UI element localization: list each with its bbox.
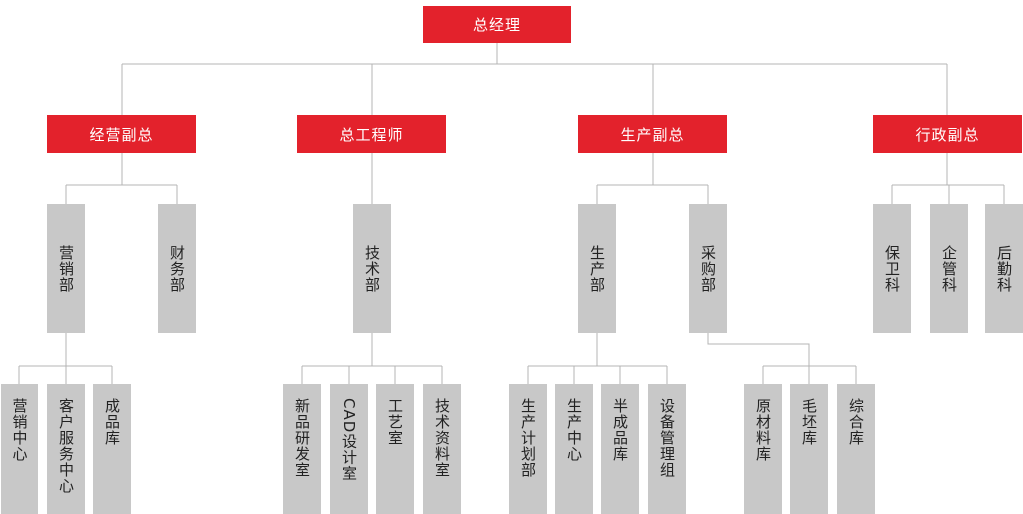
node-unit-blank-store: 毛坯库 bbox=[790, 384, 828, 514]
node-dept-finance: 财务部 bbox=[158, 204, 196, 333]
node-unit-process: 工艺室 bbox=[376, 384, 414, 514]
node-unit-semi-finished-store: 半成品库 bbox=[601, 384, 639, 514]
connector-ops-branch bbox=[65, 153, 178, 204]
node-unit-new-product-rd: 新品研发室 bbox=[283, 384, 321, 514]
node-unit-raw-material-store: 原材料库 bbox=[744, 384, 782, 514]
node-unit-general-store: 综合库 bbox=[837, 384, 875, 514]
node-unit-production-center: 生产中心 bbox=[555, 384, 593, 514]
node-unit-cad-design: CAD设计室 bbox=[330, 384, 368, 514]
node-dept-purchasing: 采购部 bbox=[689, 204, 727, 333]
node-unit-tech-documents: 技术资料室 bbox=[423, 384, 461, 514]
node-vp-chief-engineer: 总工程师 bbox=[297, 115, 446, 153]
node-dept-management: 企管科 bbox=[930, 204, 968, 333]
node-dept-production: 生产部 bbox=[578, 204, 616, 333]
node-unit-production-planning: 生产计划部 bbox=[509, 384, 547, 514]
node-vp-production: 生产副总 bbox=[578, 115, 727, 153]
connector-marketing-branch bbox=[18, 333, 113, 384]
node-dept-logistics: 后勤科 bbox=[985, 204, 1023, 333]
node-dept-marketing: 营销部 bbox=[47, 204, 85, 333]
node-vp-admin: 行政副总 bbox=[873, 115, 1022, 153]
connector-admin-branch bbox=[891, 153, 1005, 204]
node-unit-finished-goods-store: 成品库 bbox=[93, 384, 131, 514]
node-dept-technology: 技术部 bbox=[353, 204, 391, 333]
connector-purchasing-branch bbox=[707, 333, 857, 384]
connector-production-branch bbox=[527, 333, 668, 384]
node-unit-customer-service-center: 客户服务中心 bbox=[47, 384, 85, 514]
connector-tech-branch bbox=[301, 333, 443, 384]
node-vp-operations: 经营副总 bbox=[47, 115, 196, 153]
connector-vp-drops bbox=[121, 64, 948, 115]
node-unit-equipment-management: 设备管理组 bbox=[648, 384, 686, 514]
connector-prod-branch bbox=[596, 153, 709, 204]
node-dept-security: 保卫科 bbox=[873, 204, 911, 333]
node-root: 总经理 bbox=[423, 6, 571, 43]
node-unit-marketing-center: 营销中心 bbox=[1, 384, 38, 514]
